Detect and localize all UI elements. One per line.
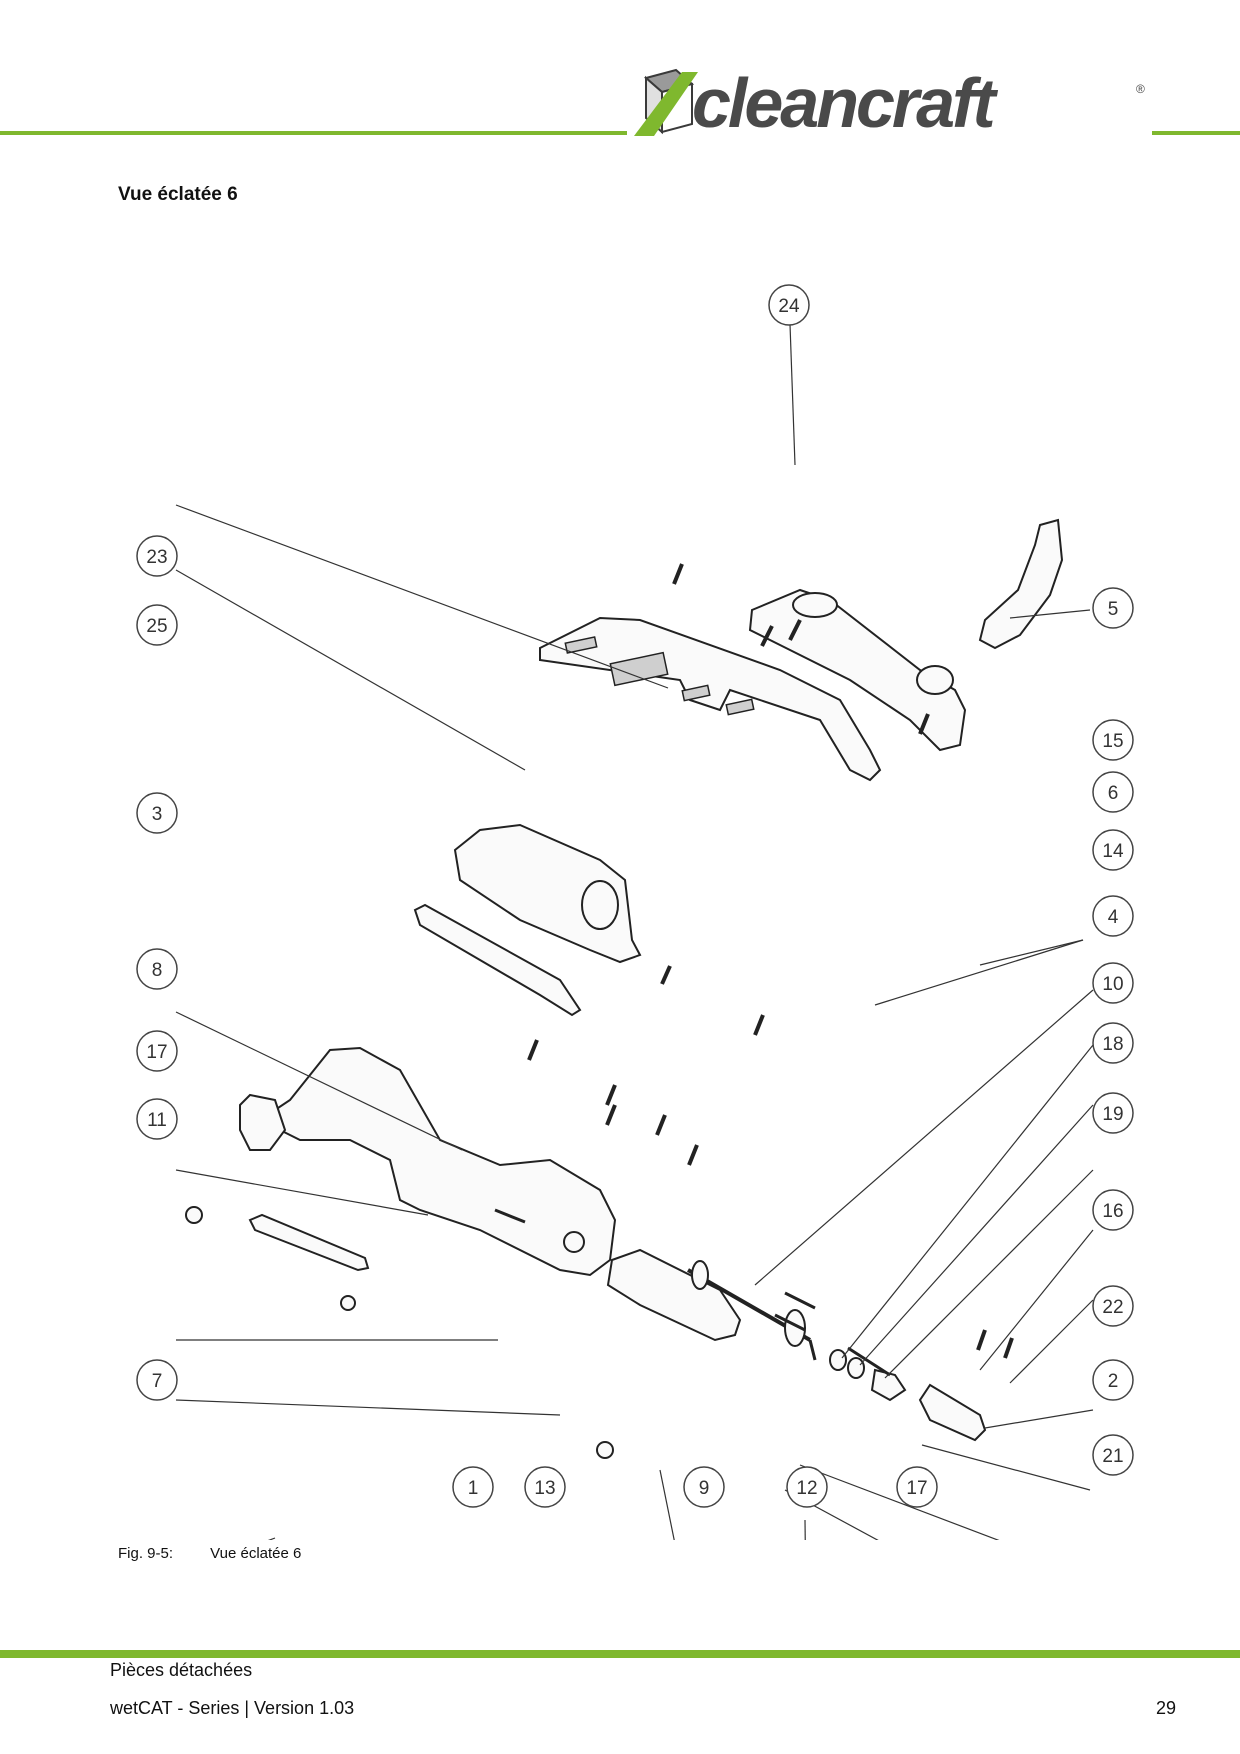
page-number: 29 bbox=[1155, 1698, 1176, 1718]
callout-circle bbox=[136, 535, 178, 577]
header-rule-left bbox=[0, 131, 627, 135]
callout-circle bbox=[1092, 1359, 1134, 1401]
callout-circle bbox=[136, 1030, 178, 1072]
figure-caption-text: Vue éclatée 6 bbox=[210, 1545, 302, 1562]
footer-section-title: Pièces détachées bbox=[110, 1660, 253, 1680]
brand-wordmark: cleancraft bbox=[692, 64, 996, 142]
callout-number: 12 bbox=[796, 1478, 817, 1499]
callout-24: 24 bbox=[768, 284, 810, 326]
callout-6: 6 bbox=[1092, 771, 1134, 813]
callout-circle bbox=[136, 1359, 178, 1401]
callout-number: 13 bbox=[534, 1478, 555, 1499]
callout-2: 2 bbox=[1092, 1359, 1134, 1401]
callout-circle bbox=[683, 1466, 725, 1508]
callout-number: 1 bbox=[468, 1478, 479, 1499]
figure-caption: Fig. 9-5: Vue éclatée 6 bbox=[118, 1545, 301, 1562]
callout-number: 24 bbox=[778, 296, 800, 317]
callout-circle bbox=[1092, 1092, 1134, 1134]
callout-circle bbox=[1092, 1189, 1134, 1231]
callout-17: 17 bbox=[136, 1030, 178, 1072]
callout-number: 18 bbox=[1102, 1034, 1123, 1055]
callout-number: 8 bbox=[152, 960, 163, 981]
callout-number: 25 bbox=[146, 616, 167, 637]
exploded-view-diagram: 24 23 25 5 15 6 3 14 4 8 10 18 17 19 11 16 22 7 2 21 1 13 9 12 1… bbox=[0, 200, 1240, 1540]
callout-circle bbox=[786, 1466, 828, 1508]
header-rule-right bbox=[1152, 131, 1240, 135]
callout-19: 19 bbox=[1092, 1092, 1134, 1134]
callout-number: 7 bbox=[152, 1371, 163, 1392]
callout-number: 17 bbox=[146, 1042, 167, 1063]
callout-16: 16 bbox=[1092, 1189, 1134, 1231]
callout-number: 11 bbox=[147, 1110, 167, 1131]
callout-1: 1 bbox=[452, 1466, 494, 1508]
callout-number: 5 bbox=[1108, 599, 1119, 620]
callout-11: 11 bbox=[136, 1098, 178, 1140]
callout-3: 3 bbox=[136, 792, 178, 834]
callout-21: 21 bbox=[1092, 1434, 1134, 1476]
callout-circle bbox=[136, 1098, 178, 1140]
callout-number: 10 bbox=[1102, 974, 1123, 995]
callout-circle bbox=[896, 1466, 938, 1508]
callout-circle bbox=[1092, 895, 1134, 937]
footer-rule bbox=[0, 1650, 1240, 1658]
callout-circle bbox=[452, 1466, 494, 1508]
callout-22: 22 bbox=[1092, 1285, 1134, 1327]
section-title: Vue éclatée 6 bbox=[118, 184, 238, 205]
callout-number: 4 bbox=[1108, 907, 1119, 928]
figure-number: Fig. 9-5: bbox=[118, 1545, 174, 1562]
callout-18: 18 bbox=[1092, 1022, 1134, 1064]
callout-circle bbox=[1092, 962, 1134, 1004]
callout-number: 16 bbox=[1102, 1201, 1123, 1222]
callouts: 24 23 25 5 15 6 3 14 4 8 10 18 17 19 11 16 22 7 2 21 1 13 9 12 1… bbox=[136, 284, 1134, 1508]
callout-10: 10 bbox=[1092, 962, 1134, 1004]
callout-number: 21 bbox=[1102, 1446, 1123, 1467]
callout-circle bbox=[1092, 829, 1134, 871]
callout-number: 3 bbox=[152, 804, 163, 825]
callout-number: 22 bbox=[1102, 1297, 1123, 1318]
callout-circle bbox=[768, 284, 810, 326]
callout-15: 15 bbox=[1092, 719, 1134, 761]
callout-5: 5 bbox=[1092, 587, 1134, 629]
callout-number: 14 bbox=[1102, 841, 1124, 862]
registered-mark: ® bbox=[1136, 82, 1145, 96]
callout-8: 8 bbox=[136, 948, 178, 990]
callout-25: 25 bbox=[136, 604, 178, 646]
callout-23: 23 bbox=[136, 535, 178, 577]
callout-17: 17 bbox=[896, 1466, 938, 1508]
callout-circle bbox=[136, 948, 178, 990]
callout-number: 17 bbox=[906, 1478, 927, 1499]
callout-circle bbox=[1092, 719, 1134, 761]
leader-lines bbox=[175, 295, 1094, 1540]
callout-13: 13 bbox=[524, 1466, 566, 1508]
callout-7: 7 bbox=[136, 1359, 178, 1401]
parts bbox=[185, 518, 1064, 1459]
callout-number: 9 bbox=[699, 1478, 710, 1499]
exploded-view-drawing: 24 23 25 5 15 6 3 14 4 8 10 18 17 19 11 16 22 7 2 21 1 13 9 12 1… bbox=[136, 284, 1134, 1540]
callout-number: 6 bbox=[1108, 783, 1119, 804]
callout-number: 19 bbox=[1102, 1104, 1123, 1125]
callout-circle bbox=[1092, 587, 1134, 629]
callout-9: 9 bbox=[683, 1466, 725, 1508]
callout-12: 12 bbox=[786, 1466, 828, 1508]
callout-circle bbox=[1092, 771, 1134, 813]
callout-circle bbox=[1092, 1434, 1134, 1476]
callout-number: 2 bbox=[1108, 1371, 1119, 1392]
callout-14: 14 bbox=[1092, 829, 1134, 871]
callout-circle bbox=[1092, 1022, 1134, 1064]
callout-circle bbox=[136, 792, 178, 834]
callout-4: 4 bbox=[1092, 895, 1134, 937]
callout-circle bbox=[1092, 1285, 1134, 1327]
callout-number: 23 bbox=[146, 547, 167, 568]
callout-circle bbox=[136, 604, 178, 646]
callout-number: 15 bbox=[1102, 731, 1123, 752]
callout-circle bbox=[524, 1466, 566, 1508]
logo-cube-icon bbox=[634, 68, 698, 136]
footer-document-info: wetCAT - Series | Version 1.03 bbox=[110, 1698, 355, 1718]
brand-logo: cleancraft ® bbox=[632, 64, 1152, 144]
